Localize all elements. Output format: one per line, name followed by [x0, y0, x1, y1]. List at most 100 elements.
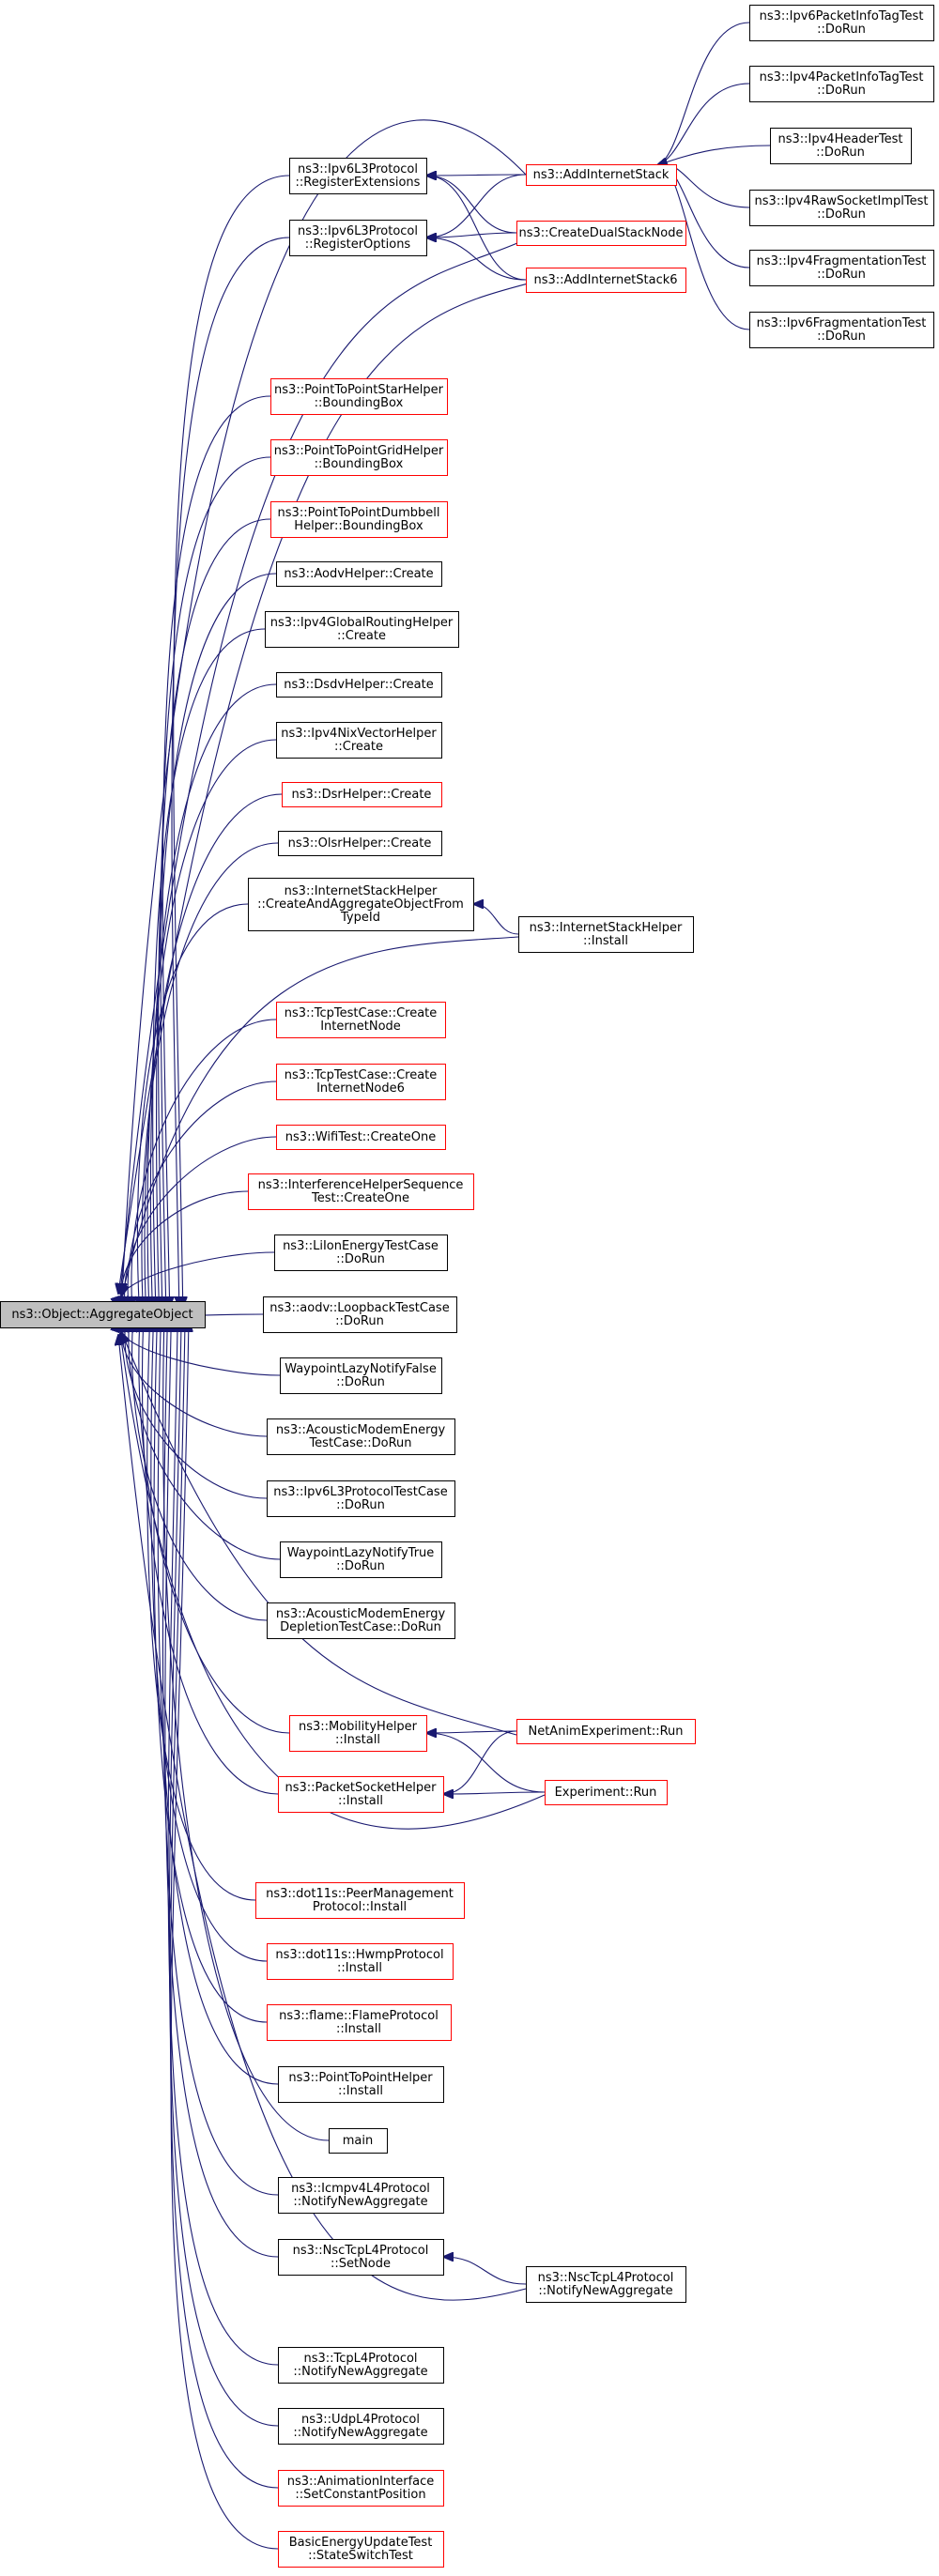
node-label-line: InternetNode6	[316, 1081, 405, 1096]
node-main[interactable]: main	[329, 2128, 388, 2154]
node-udpl4-notify[interactable]: ns3::UdpL4Protocol::NotifyNewAggregate	[278, 2408, 444, 2445]
node-basic-energy[interactable]: BasicEnergyUpdateTest::StateSwitchTest	[278, 2531, 444, 2568]
node-p2p-dumbbell-bbox[interactable]: ns3::PointToPointDumbbellHelper::Boundin…	[270, 501, 448, 538]
node-label-line: ns3::Ipv4PacketInfoTagTest	[760, 70, 924, 84]
node-ipv4pkt-tag-test[interactable]: ns3::Ipv4PacketInfoTagTest::DoRun	[749, 66, 934, 102]
node-box	[276, 561, 442, 587]
node-add-internet-stack[interactable]: ns3::AddInternetStack	[526, 164, 677, 186]
node-label-line: Test::CreateOne	[311, 1191, 409, 1205]
node-dsdv-create[interactable]: ns3::DsdvHelper::Create	[276, 672, 442, 698]
node-waypoint-true[interactable]: WaypointLazyNotifyTrue::DoRun	[280, 1541, 442, 1578]
node-box	[516, 1719, 696, 1744]
edge-liion_dorun-to-root	[117, 1251, 275, 1307]
node-flame-install[interactable]: ns3::flame::FlameProtocol::Install	[267, 2004, 452, 2041]
node-box	[276, 722, 442, 759]
node-label-line: ::Install	[338, 2084, 383, 2098]
node-packet-socket-install[interactable]: ns3::PacketSocketHelper::Install	[278, 1776, 444, 1813]
node-box	[526, 268, 686, 293]
node-label-line: ::SetNode	[331, 2257, 391, 2271]
node-box	[274, 1234, 448, 1271]
node-label-line: main	[343, 2134, 373, 2148]
edge-experiment-to-packet-socket	[443, 1792, 546, 1794]
node-nsc-notify[interactable]: ns3::NscTcpL4Protocol::NotifyNewAggregat…	[526, 2266, 686, 2303]
node-label-line: ns3::InterferenceHelperSequence	[258, 1178, 464, 1192]
node-interference-create-one[interactable]: ns3::InterferenceHelperSequenceTest::Cre…	[248, 1173, 474, 1210]
node-ipv4frag-test[interactable]: ns3::Ipv4FragmentationTest::DoRun	[749, 250, 934, 286]
node-ipv4header-test[interactable]: ns3::Ipv4HeaderTest::DoRun	[770, 128, 912, 164]
node-icmpv4-notify[interactable]: ns3::Icmpv4L4Protocol::NotifyNewAggregat…	[278, 2177, 444, 2214]
node-box	[289, 1715, 427, 1752]
node-wifi-create-one[interactable]: ns3::WifiTest::CreateOne	[276, 1125, 446, 1150]
edge-dsdv_create-to-root	[150, 683, 277, 1307]
node-liion-dorun[interactable]: ns3::LiIonEnergyTestCase::DoRun	[274, 1234, 448, 1271]
node-label-line: ns3::PointToPointHelper	[288, 2071, 433, 2085]
node-dot11s-peer[interactable]: ns3::dot11s::PeerManagementProtocol::Ins…	[255, 1882, 465, 1919]
node-box	[267, 1602, 455, 1639]
edge-ipv6l3_test-to-root	[125, 1322, 268, 1499]
node-label-line: ns3::WifiTest::CreateOne	[285, 1130, 436, 1144]
node-dot11s-hwmp[interactable]: ns3::dot11s::HwmpProtocol::Install	[267, 1943, 454, 1980]
node-box	[0, 1301, 206, 1328]
node-p2p-star-bbox[interactable]: ns3::PointToPointStarHelper::BoundingBox	[270, 378, 448, 415]
node-box	[749, 5, 934, 41]
node-tcpl4-notify[interactable]: ns3::TcpL4Protocol::NotifyNewAggregate	[278, 2347, 444, 2384]
node-create-dual-stack[interactable]: ns3::CreateDualStackNode	[516, 221, 686, 246]
node-p2p-grid-bbox[interactable]: ns3::PointToPointGridHelper::BoundingBox	[270, 439, 448, 476]
node-anim-setpos[interactable]: ns3::AnimationInterface::SetConstantPosi…	[278, 2470, 444, 2507]
node-ish-create-aggregate[interactable]: ns3::InternetStackHelper::CreateAndAggre…	[248, 878, 474, 931]
node-label-line: ns3::dot11s::HwmpProtocol	[275, 1948, 443, 1962]
node-label-line: ::NotifyNewAggregate	[538, 2284, 672, 2298]
edge-nsc_setnode-to-root	[164, 1322, 279, 2258]
node-nsc-setnode[interactable]: ns3::NscTcpL4Protocol::SetNode	[278, 2239, 444, 2276]
node-netanim-run[interactable]: NetAnimExperiment::Run	[516, 1719, 696, 1744]
node-aodv-loopback-dorun[interactable]: ns3::aodv::LoopbackTestCase::DoRun	[263, 1296, 457, 1333]
node-mobility-install[interactable]: ns3::MobilityHelper::Install	[289, 1715, 427, 1752]
node-label-line: ns3::aodv::LoopbackTestCase	[269, 1301, 449, 1315]
node-label-line: ns3::AodvHelper::Create	[284, 567, 433, 581]
node-root[interactable]: ns3::Object::AggregateObject	[0, 1301, 206, 1328]
node-label-line: ::Install	[335, 1733, 380, 1747]
node-ipv4global-create[interactable]: ns3::Ipv4GlobalRoutingHelper::Create	[265, 611, 459, 648]
node-ipv6reg-ext[interactable]: ns3::Ipv6L3Protocol::RegisterExtensions	[289, 158, 427, 194]
node-label-line: ::Install	[338, 1794, 383, 1808]
node-waypoint-false[interactable]: WaypointLazyNotifyFalse::DoRun	[280, 1357, 442, 1394]
node-dsr-create[interactable]: ns3::DsrHelper::Create	[282, 782, 442, 807]
node-label-line: ns3::TcpTestCase::Create	[285, 1068, 438, 1082]
node-ish-install[interactable]: ns3::InternetStackHelper::Install	[518, 916, 694, 953]
node-box	[267, 1418, 455, 1455]
edge-ipv6reg_ext-to-root	[173, 175, 290, 1307]
node-box	[278, 2347, 444, 2384]
node-label-line: ::Install	[583, 934, 628, 948]
node-label-line: ::BoundingBox	[315, 457, 404, 471]
node-box	[278, 2531, 444, 2568]
edge-add-internet-stack-to-register-options	[426, 174, 527, 238]
node-acoustic-depletion[interactable]: ns3::AcousticModemEnergyDepletionTestCas…	[267, 1602, 455, 1639]
edge-nsc-notify-to-setnode	[443, 2257, 527, 2285]
node-p2p-install[interactable]: ns3::PointToPointHelper::Install	[278, 2066, 444, 2103]
node-add-internet-stack6[interactable]: ns3::AddInternetStack6	[526, 268, 686, 293]
node-label-line: ::Create	[337, 629, 386, 643]
node-ipv6pkt-tag-test[interactable]: ns3::Ipv6PacketInfoTagTest::DoRun	[749, 5, 934, 41]
node-ipv4nix-create[interactable]: ns3::Ipv4NixVectorHelper::Create	[276, 722, 442, 759]
node-label-line: ::DoRun	[817, 330, 866, 344]
node-experiment-run[interactable]: Experiment::Run	[545, 1780, 668, 1805]
node-box	[267, 1480, 455, 1517]
edge-dot11s_peer-to-root	[147, 1322, 256, 1901]
node-label-line: WaypointLazyNotifyTrue	[287, 1546, 435, 1560]
node-box	[276, 1125, 446, 1150]
node-box	[276, 1064, 446, 1100]
node-olsr-create[interactable]: ns3::OlsrHelper::Create	[278, 831, 442, 856]
node-ipv6l3-test[interactable]: ns3::Ipv6L3ProtocolTestCase::DoRun	[267, 1480, 455, 1517]
node-label-line: ::Install	[337, 1961, 382, 1975]
node-ipv4raw-test[interactable]: ns3::Ipv4RawSocketImplTest::DoRun	[749, 190, 934, 226]
edge-p2p_star_bbox-to-root	[162, 395, 271, 1307]
node-aodv-create[interactable]: ns3::AodvHelper::Create	[276, 561, 442, 587]
node-label-line: ::DoRun	[816, 146, 865, 160]
node-ipv6frag-test[interactable]: ns3::Ipv6FragmentationTest::DoRun	[749, 312, 934, 348]
node-label-line: ns3::Ipv6L3Protocol	[298, 162, 418, 176]
edge-ipv4pkt_tag_test-to-add-internet-stack	[657, 83, 750, 165]
node-ipv6reg-opt[interactable]: ns3::Ipv6L3Protocol::RegisterOptions	[289, 220, 427, 256]
